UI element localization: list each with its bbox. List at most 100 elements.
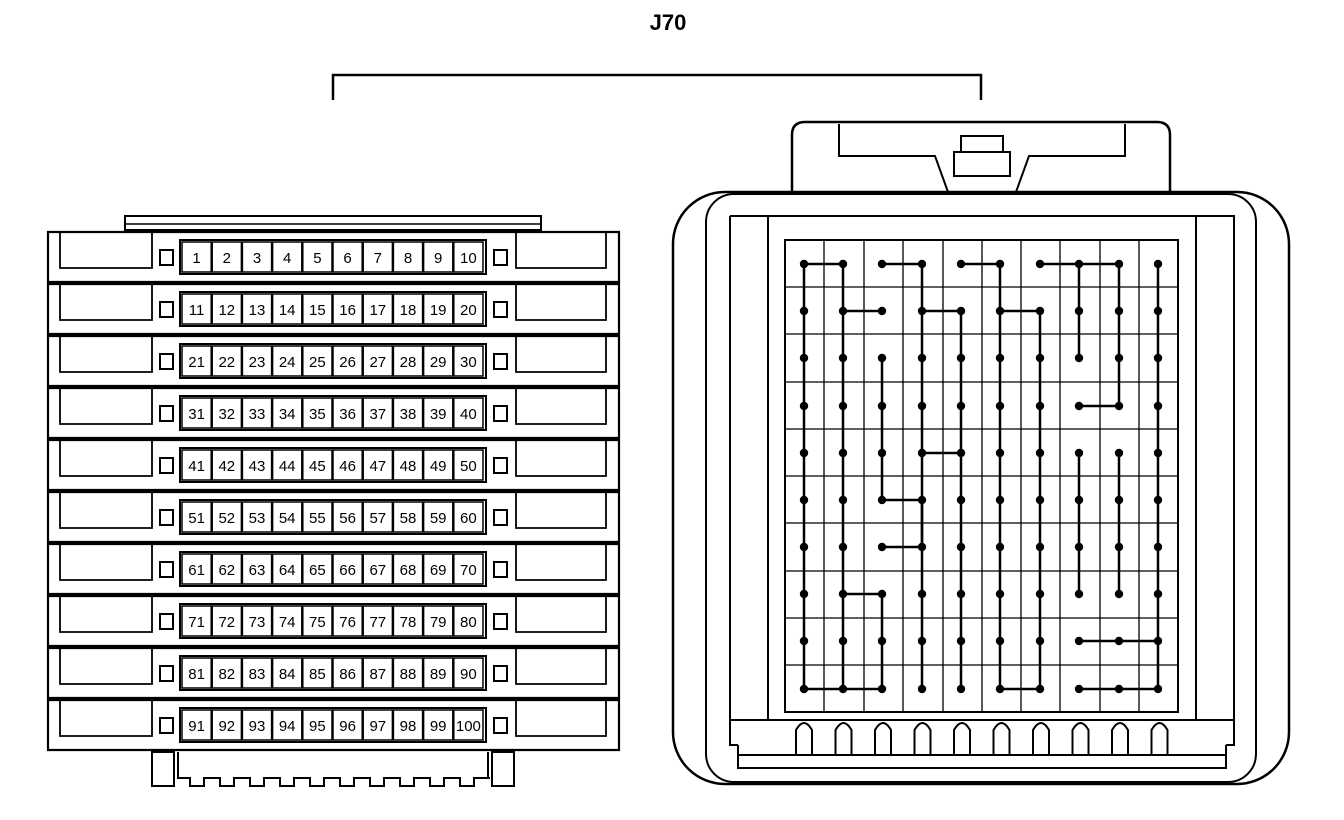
pin-cell [302, 241, 333, 273]
terminal-dot [1074, 636, 1084, 646]
pin-cell [422, 657, 454, 689]
pin-cell [181, 345, 212, 377]
pin-number-label: 14 [279, 302, 296, 319]
pin-number-label: 97 [369, 718, 386, 735]
terminal-dot [1074, 259, 1084, 269]
side-row-right-recess [515, 440, 607, 477]
terminal-dot [956, 401, 966, 411]
pin-cell [362, 241, 394, 273]
pin-cell [362, 657, 394, 689]
terminal-dot [799, 636, 809, 646]
pin-cell [422, 345, 454, 377]
terminal-dot [1035, 542, 1045, 552]
side-row-right-square [493, 717, 508, 734]
terminal-dot [1035, 636, 1045, 646]
pin-cell [362, 501, 394, 533]
pin-number-label: 67 [369, 562, 386, 579]
pin-number-label: 98 [400, 718, 417, 735]
trace-k [1079, 262, 1121, 408]
pin-cell [453, 293, 484, 325]
face-frame [729, 215, 1235, 746]
pin-cell [181, 397, 212, 429]
pin-cell [392, 345, 424, 377]
pin-cell [211, 657, 243, 689]
pin-number-label: 21 [188, 354, 205, 371]
pin-number-label: 63 [249, 562, 266, 579]
pin-number-label: 19 [430, 302, 447, 319]
pin-number-label: 57 [369, 510, 386, 527]
pin-cell [271, 449, 303, 481]
pin-number-label: 58 [400, 510, 417, 527]
pin-number-label: 100 [456, 718, 481, 735]
terminal-dot [1153, 495, 1163, 505]
pin-cell [241, 293, 273, 325]
side-row-plate [46, 594, 621, 648]
pin-cell [392, 605, 424, 637]
terminal-dot [956, 684, 966, 694]
side-row-left-square [159, 665, 174, 682]
terminal-dots [799, 259, 1163, 694]
pin-number-label: 15 [309, 302, 326, 319]
terminal-dot [838, 448, 848, 458]
terminal-dot [995, 636, 1005, 646]
pin-number-label: 48 [400, 458, 417, 475]
terminal-dot [799, 684, 809, 694]
terminal-dot [838, 636, 848, 646]
pin-number-label: 35 [309, 406, 326, 423]
pin-cell [362, 449, 394, 481]
pin-number-label: 54 [279, 510, 296, 527]
pin-number-label: 94 [279, 718, 296, 735]
pin-number-label: 89 [430, 666, 447, 683]
pin-cell [211, 345, 243, 377]
terminal-dot [877, 353, 887, 363]
pin-cell [302, 293, 333, 325]
side-row-pin-strip [179, 395, 487, 431]
latch-tab-outer [953, 151, 1011, 177]
pin-cell [422, 709, 454, 741]
pin-number-label: 86 [339, 666, 356, 683]
side-row-left-recess [59, 700, 153, 737]
side-row-left-square [159, 353, 174, 370]
pin-cell [392, 293, 424, 325]
pin-cell [422, 397, 454, 429]
side-row-left-square [159, 717, 174, 734]
pin-cell [271, 501, 303, 533]
pin-cell [181, 553, 212, 585]
pin-number-label: 45 [309, 458, 326, 475]
pin-cell [332, 709, 363, 741]
pin-number-label: 39 [430, 406, 447, 423]
pin-cell [302, 657, 333, 689]
pin-number-label: 85 [309, 666, 326, 683]
pin-number-label: 17 [369, 302, 386, 319]
terminal-dot [956, 353, 966, 363]
bottom-slot [913, 722, 932, 755]
pin-cell [453, 709, 484, 741]
side-foot-right [491, 751, 515, 787]
pin-number-label: 22 [218, 354, 235, 371]
terminal-dot [995, 306, 1005, 316]
pin-cell [392, 553, 424, 585]
pin-cell [241, 709, 273, 741]
pin-number-label: 92 [218, 718, 235, 735]
pin-number-label: 37 [369, 406, 386, 423]
pin-number-label: 51 [188, 510, 205, 527]
terminal-dot [799, 259, 809, 269]
terminal-dot [1114, 589, 1124, 599]
pin-number-label: 59 [430, 510, 447, 527]
side-row-right-square [493, 301, 508, 318]
terminal-dot [956, 542, 966, 552]
side-row-right-recess [515, 284, 607, 321]
side-row-pin-strip [179, 551, 487, 587]
pin-cell [241, 657, 273, 689]
pin-cell [181, 605, 212, 637]
pin-cell [241, 553, 273, 585]
side-row-left-recess [59, 544, 153, 581]
pin-number-label: 52 [218, 510, 235, 527]
side-row-left-square [159, 561, 174, 578]
terminal-dot [838, 589, 848, 599]
pin-number-label: 76 [339, 614, 356, 631]
side-row-plate [46, 490, 621, 544]
side-row-left-recess [59, 388, 153, 425]
pin-cell [302, 397, 333, 429]
